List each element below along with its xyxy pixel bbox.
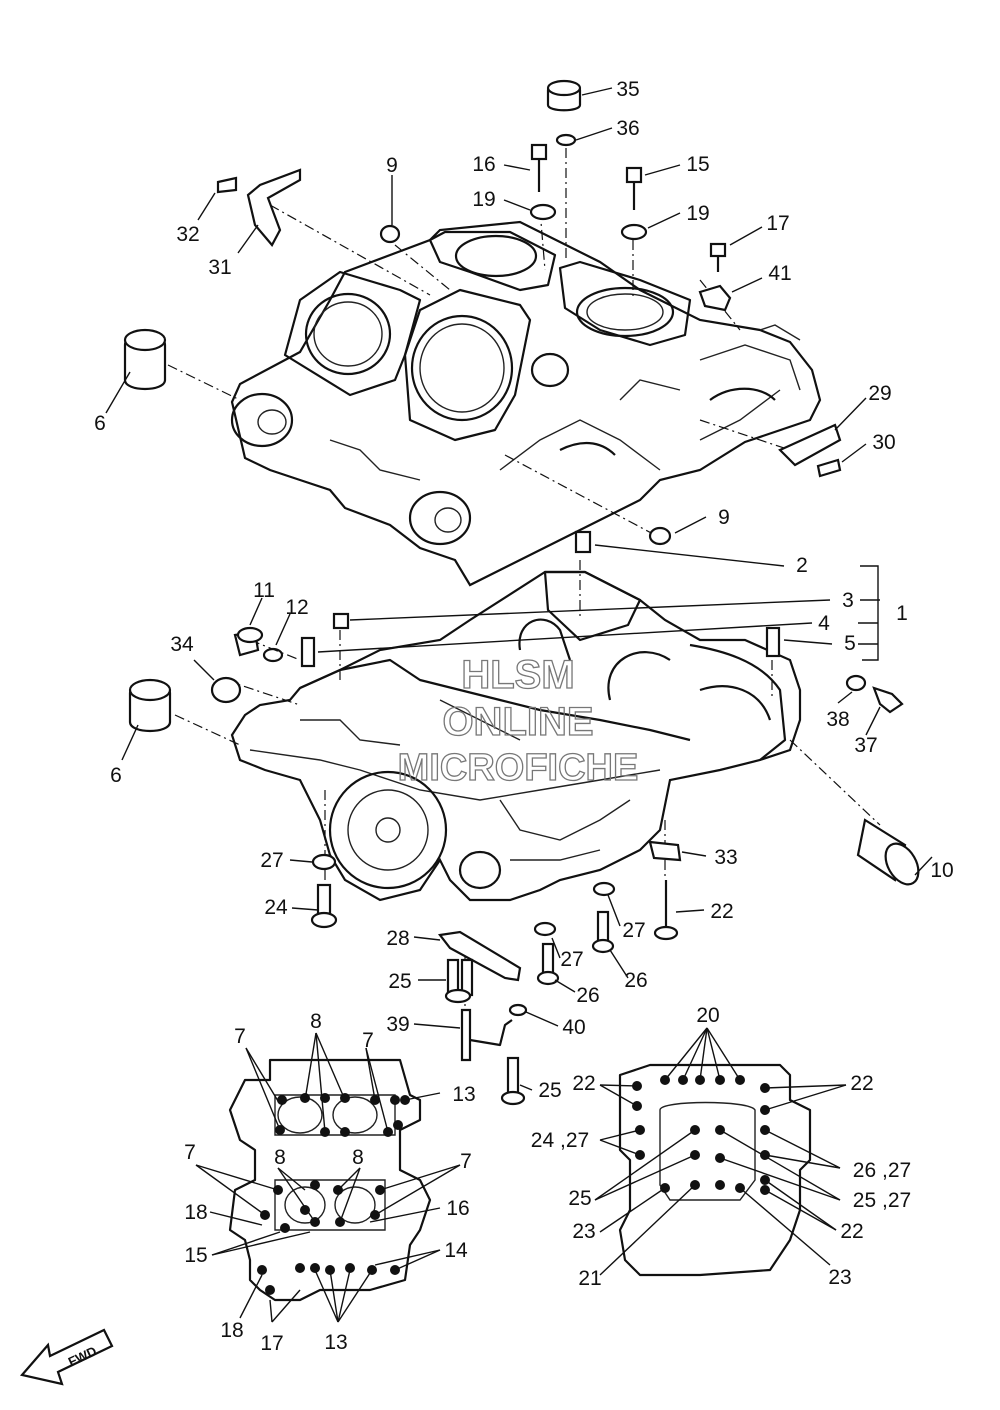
callout-c36: 36	[616, 117, 639, 140]
callout-c10: 10	[930, 859, 953, 882]
callout-c28: 28	[386, 927, 409, 950]
lower-case-bolt-pattern	[618, 1063, 812, 1277]
callout-c2527: 25 ,27	[853, 1189, 911, 1212]
bolt-dot	[340, 1093, 350, 1103]
callout-c26b: 26	[624, 969, 647, 992]
callout-c8c: 8	[352, 1146, 364, 1169]
callout-c16a: 16	[472, 153, 495, 176]
bolt-dot	[295, 1263, 305, 1273]
callout-c13a: 13	[452, 1083, 475, 1106]
callout-c7c: 7	[184, 1141, 196, 1164]
callout-c37: 37	[854, 734, 877, 757]
callout-c22b: 22	[572, 1072, 595, 1095]
callout-c24a: 24	[264, 896, 288, 919]
leader-lines	[105, 87, 933, 1323]
bolt-dot	[390, 1095, 400, 1105]
callout-c27b: 27	[622, 919, 645, 942]
callout-c33: 33	[714, 846, 737, 869]
callout-c13b: 13	[324, 1331, 347, 1354]
callout-c17a: 17	[766, 212, 789, 235]
callout-c8a: 8	[310, 1010, 322, 1033]
callout-c32: 32	[176, 223, 199, 246]
callout-c41: 41	[768, 262, 791, 285]
callout-c21: 21	[578, 1267, 601, 1290]
callout-c39: 39	[386, 1013, 409, 1036]
callout-c4: 4	[818, 612, 830, 635]
callout-c34: 34	[170, 633, 194, 656]
callout-c22d: 22	[840, 1220, 863, 1243]
callout-c6a: 6	[94, 412, 106, 435]
watermark-line1: HLSM	[461, 653, 574, 697]
callout-c19b: 19	[686, 202, 709, 225]
callout-c14: 14	[444, 1239, 468, 1262]
callout-c35: 35	[616, 78, 639, 101]
callout-c22c: 22	[850, 1072, 873, 1095]
callout-c15b: 15	[184, 1244, 207, 1267]
watermark-line2: ONLINE	[442, 700, 593, 744]
callout-c20: 20	[696, 1004, 719, 1027]
callout-c25c: 25	[568, 1187, 591, 1210]
callout-c17b: 17	[260, 1332, 283, 1355]
callout-c7a: 7	[234, 1025, 246, 1048]
bolt-dot	[257, 1265, 267, 1275]
watermark-line3: MICROFICHE	[398, 747, 639, 789]
upper-case-bolt-pattern	[228, 1058, 432, 1302]
callout-c23a: 23	[572, 1220, 595, 1243]
small-parts	[123, 79, 920, 1106]
callout-c27a: 27	[260, 849, 283, 872]
callout-c25b: 25	[538, 1079, 561, 1102]
callout-c12: 12	[285, 596, 308, 619]
callout-c27c: 27	[560, 948, 583, 971]
upper-crankcase	[230, 220, 822, 587]
callout-c8b: 8	[274, 1146, 286, 1169]
callout-c6b: 6	[110, 764, 122, 787]
callout-c38: 38	[826, 708, 849, 731]
bolt-dot	[310, 1180, 320, 1190]
callout-c29: 29	[868, 382, 891, 405]
callout-c7b: 7	[362, 1029, 374, 1052]
bolt-dot	[280, 1223, 290, 1233]
callout-c26a: 26	[576, 984, 599, 1007]
callout-c9a: 9	[386, 154, 398, 177]
bolt-dot	[300, 1205, 310, 1215]
callout-c18a: 18	[184, 1201, 207, 1224]
bolt-dot	[393, 1120, 403, 1130]
bolt-dot	[265, 1285, 275, 1295]
callout-c30: 30	[872, 431, 895, 454]
callout-c23b: 23	[828, 1266, 851, 1289]
callout-c22a: 22	[710, 900, 733, 923]
callout-c19a: 19	[472, 188, 495, 211]
callout-c7d: 7	[460, 1150, 472, 1173]
callout-c2627: 26 ,27	[853, 1159, 911, 1182]
callout-c2427: 24 ,27	[531, 1129, 589, 1152]
callout-c5: 5	[844, 632, 856, 655]
callout-c40: 40	[562, 1016, 585, 1039]
callout-c31: 31	[208, 256, 231, 279]
lower-crankcase	[230, 570, 802, 902]
callout-c3: 3	[842, 589, 854, 612]
bolt-dot	[340, 1127, 350, 1137]
bolt-dot	[345, 1263, 355, 1273]
callout-c2: 2	[796, 554, 808, 577]
callout-c9b: 9	[718, 506, 730, 529]
callout-c1: 1	[896, 602, 908, 625]
forward-arrow-icon: FWD	[19, 1328, 114, 1386]
callout-c16b: 16	[446, 1197, 469, 1220]
callout-c11: 11	[253, 579, 275, 602]
bolt-dot	[310, 1263, 320, 1273]
callout-c25a: 25	[388, 970, 411, 993]
watermark: HLSM ONLINE MICROFICHE	[397, 652, 639, 789]
callout-c15a: 15	[686, 153, 709, 176]
callout-c18b: 18	[220, 1319, 243, 1342]
bolt-dot	[277, 1095, 287, 1105]
bolt-dot	[715, 1180, 725, 1190]
